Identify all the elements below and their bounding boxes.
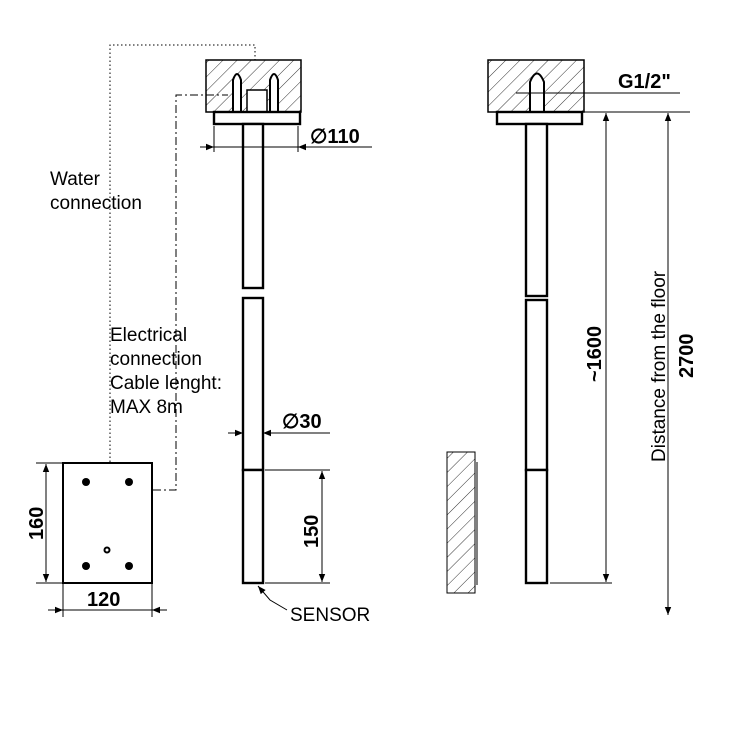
control-box: [62, 462, 153, 584]
sensor-section: [241, 468, 265, 585]
floor-distance-label: 2700: [676, 334, 698, 379]
pipe-upper: [241, 122, 265, 290]
plate-diameter-label: ∅110: [310, 126, 360, 148]
drop-length-label: ~1600: [584, 326, 606, 382]
side-view: [487, 59, 585, 585]
ceiling-plate: [212, 110, 302, 126]
electrical-connection-label: Electrical connection Cable lenght: MAX …: [110, 325, 227, 418]
water-connection-line: [109, 44, 256, 462]
fitting-icon: [232, 73, 279, 113]
thread-label: G1/2": [618, 71, 671, 93]
pipe-middle-side: [524, 298, 549, 472]
water-connection-label: Water connection: [50, 169, 142, 214]
front-view: [205, 59, 302, 585]
box-width-label: 120: [87, 589, 120, 611]
ceiling-plate-side: [495, 110, 584, 126]
sensor-section-side: [524, 468, 549, 585]
valve-body: [246, 89, 268, 113]
electrical-connection-line: [153, 94, 228, 491]
sensor-label: SENSOR: [290, 605, 370, 626]
pipe-middle: [241, 296, 265, 472]
floor-distance-caption: Distance from the floor: [649, 270, 670, 462]
sensor-length-label: 150: [301, 515, 323, 548]
box-height-label: 160: [26, 507, 48, 540]
mounting-holes: [82, 478, 133, 570]
pipe-diameter-label: ∅30: [282, 411, 322, 433]
pipe-upper-side: [524, 122, 549, 298]
wall-hatch: [446, 451, 476, 594]
